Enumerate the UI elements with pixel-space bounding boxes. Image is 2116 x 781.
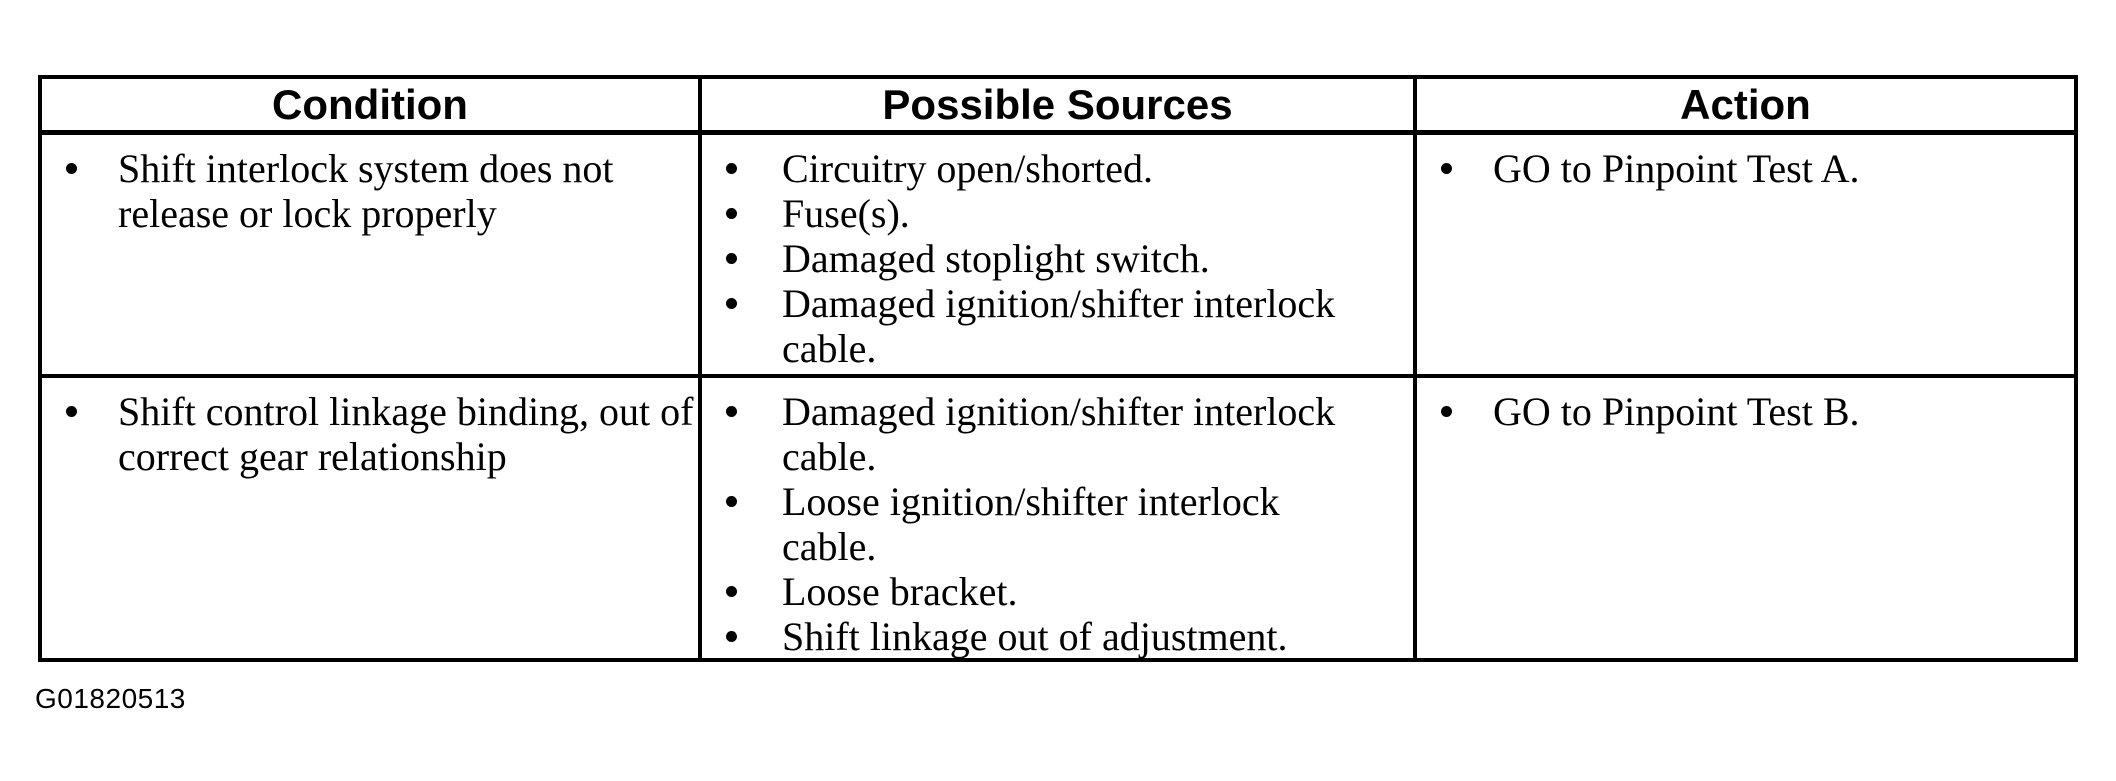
column-header-action: Action — [1417, 79, 2074, 135]
bullet-item: GO to Pinpoint Test A. — [1417, 146, 2074, 191]
bullet-item: Shift linkage out of adjustment. — [702, 614, 1413, 658]
row2-sources-cell: Damaged ignition/shifter interlock cable… — [702, 378, 1417, 658]
bullet-item: Damaged ignition/shifter interlock cable… — [702, 281, 1413, 371]
column-header-possible-sources: Possible Sources — [702, 79, 1417, 135]
bullet-item: Loose ignition/shifter interlock cable. — [702, 479, 1413, 569]
bullet-item: Shift interlock system does not release … — [42, 146, 698, 236]
bullet-item: Loose bracket. — [702, 569, 1413, 614]
column-header-condition: Condition — [42, 79, 702, 135]
row1-action-cell: GO to Pinpoint Test A. — [1417, 135, 2074, 378]
figure-id-label: G01820513 — [35, 683, 186, 714]
bullet-item: Shift control linkage binding, out of co… — [42, 389, 698, 479]
row2-action-cell: GO to Pinpoint Test B. — [1417, 378, 2074, 658]
row1-sources-cell: Circuitry open/shorted.Fuse(s).Damaged s… — [702, 135, 1417, 378]
bullet-item: Damaged ignition/shifter interlock cable… — [702, 389, 1413, 479]
bullet-item: GO to Pinpoint Test B. — [1417, 389, 2074, 434]
row1-condition-cell: Shift interlock system does not release … — [42, 135, 702, 378]
diagnostic-table: Condition Possible Sources Action Shift … — [38, 75, 2078, 662]
bullet-item: Damaged stoplight switch. — [702, 236, 1413, 281]
bullet-item: Fuse(s). — [702, 191, 1413, 236]
bullet-item: Circuitry open/shorted. — [702, 146, 1413, 191]
row2-condition-cell: Shift control linkage binding, out of co… — [42, 378, 702, 658]
